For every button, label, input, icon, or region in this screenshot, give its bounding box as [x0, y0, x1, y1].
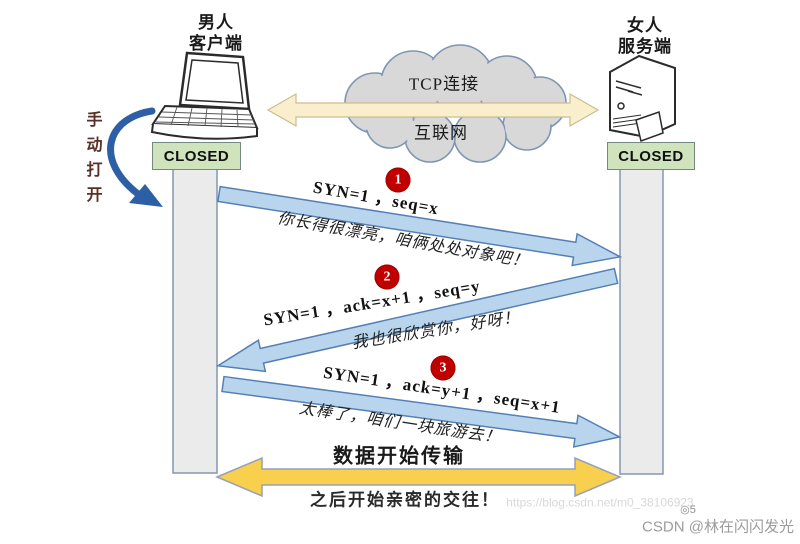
- watermark-author: CSDN @林在闪闪发光: [642, 518, 794, 536]
- server-tower-icon: [609, 54, 676, 142]
- server-state-badge: CLOSED: [607, 142, 695, 170]
- step-3-badge: 3: [430, 355, 456, 381]
- client-lifeline: [172, 167, 218, 474]
- manual-open-arrow-icon: [107, 107, 163, 207]
- server-title: 女人 服务端: [618, 15, 672, 56]
- tcp-connection-arrow: [266, 92, 600, 128]
- handshake-arrow-1: [216, 185, 623, 267]
- handshake-arrow-2: [215, 267, 619, 373]
- data-transfer-title: 数据开始传输: [333, 445, 465, 468]
- internet-label: 互联网: [414, 123, 468, 143]
- watermark-badge: ◎5: [680, 504, 696, 517]
- step-2-badge: 2: [374, 264, 400, 290]
- watermark-url: https://blog.csdn.net/m0_38106923: [506, 495, 694, 510]
- manual-open-label: 手 动 打 开: [86, 112, 104, 204]
- client-state-badge: CLOSED: [152, 142, 241, 170]
- step-1-badge: 1: [385, 167, 411, 193]
- server-lifeline: [619, 167, 664, 475]
- client-title: 男人 客户端: [189, 12, 243, 53]
- data-transfer-arrow: [215, 456, 622, 498]
- data-transfer-subtitle: 之后开始亲密的交往！: [310, 490, 500, 510]
- tcp-connection-label: TCP连接: [408, 74, 480, 94]
- laptop-icon: [150, 51, 259, 140]
- handshake-arrow-3: [221, 375, 622, 448]
